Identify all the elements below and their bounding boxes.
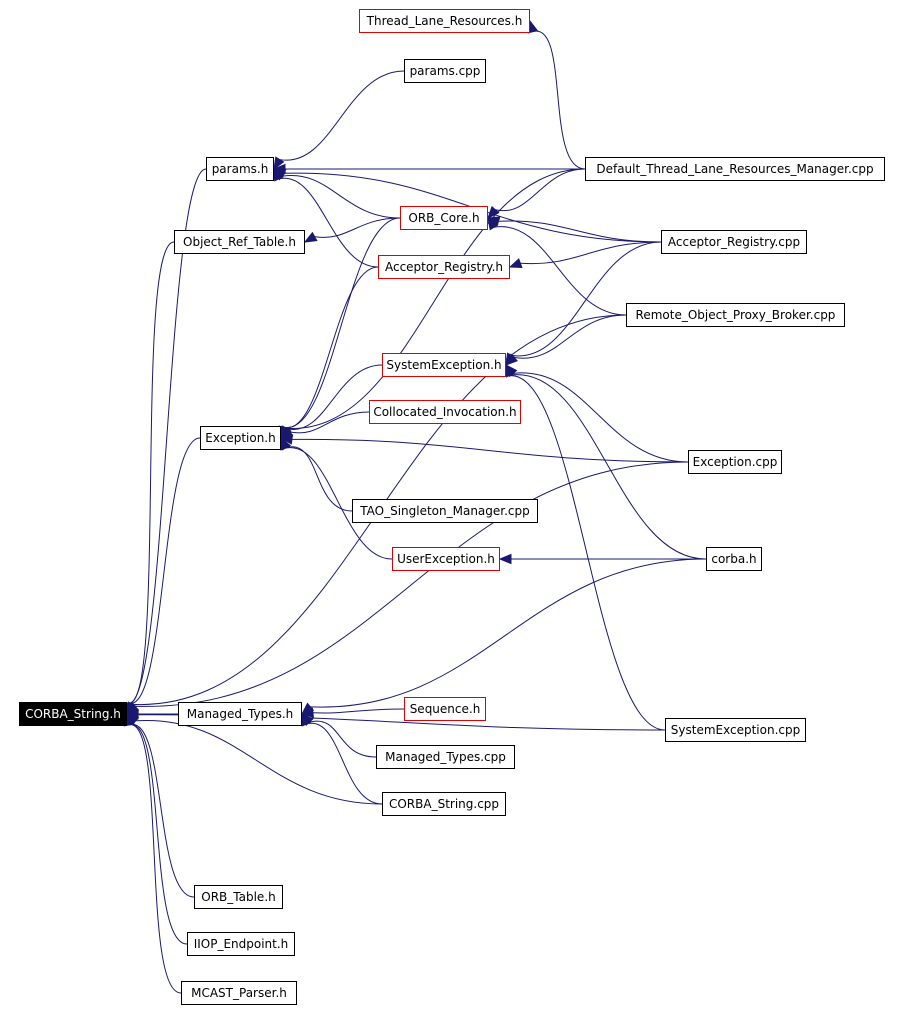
node-tao-singleton-manager-cpp[interactable]: TAO_Singleton_Manager.cpp [352, 499, 538, 523]
node-orb-table-h[interactable]: ORB_Table.h [194, 885, 283, 909]
node-managed-types-cpp[interactable]: Managed_Types.cpp [376, 745, 515, 769]
edge-params-h-to-corba-string-h [127, 168, 207, 704]
edge-remote-object-proxy-broker-cpp-to-systemexception-h [513, 314, 627, 359]
edge-sequence-h-to-managed-types-h [312, 708, 405, 714]
node-sequence-h[interactable]: Sequence.h [404, 697, 486, 721]
edge-orb-table-h-to-corba-string-h [129, 724, 195, 898]
node-remote-object-proxy-broker-cpp[interactable]: Remote_Object_Proxy_Broker.cpp [626, 303, 845, 327]
edge-managed-types-cpp-to-managed-types-h [309, 720, 377, 758]
node-orb-core-h[interactable]: ORB_Core.h [400, 206, 488, 230]
node-acceptor-registry-cpp[interactable]: Acceptor_Registry.cpp [661, 230, 807, 254]
arrowhead-icon [280, 436, 291, 451]
node-mcast-parser-h[interactable]: MCAST_Parser.h [181, 981, 297, 1005]
arrowhead-icon [300, 702, 315, 715]
edge-remote-object-proxy-broker-cpp-to-orb-core-h [493, 226, 627, 316]
edge-acceptor-registry-cpp-to-systemexception-h [511, 241, 662, 357]
node-iiop-endpoint-h[interactable]: IIOP_Endpoint.h [187, 932, 295, 956]
edge-collocated-invocation-h-to-exception-h [290, 411, 370, 434]
node-default-tlrm-cpp[interactable]: Default_Thread_Lane_Resources_Manager.cp… [585, 157, 885, 181]
edge-exception-h-to-corba-string-h [128, 437, 201, 704]
arrowhead-icon [498, 553, 512, 565]
arrowhead-icon [279, 434, 294, 445]
edge-default-tlrm-cpp-to-thread-lane-resources-h [532, 30, 586, 170]
edge-corba-h-to-managed-types-h [310, 558, 707, 708]
edge-acceptor-registry-cpp-to-acceptor-registry-h [520, 241, 662, 265]
node-acceptor-registry-h[interactable]: Acceptor_Registry.h [378, 255, 510, 279]
node-corba-string-cpp[interactable]: CORBA_String.cpp [382, 792, 506, 816]
node-params-h[interactable]: params.h [206, 157, 274, 181]
node-corba-h[interactable]: corba.h [706, 547, 762, 571]
edge-orb-core-h-to-params-h [282, 174, 401, 219]
edge-corba-string-cpp-to-managed-types-h [306, 722, 383, 805]
edge-object-ref-table-h-to-corba-string-h [127, 241, 175, 704]
node-systemexception-cpp[interactable]: SystemException.cpp [665, 718, 806, 742]
edge-tao-singleton-manager-cpp-to-exception-h [286, 446, 353, 512]
arrowhead-icon [487, 205, 500, 219]
edge-mcast-parser-h-to-corba-string-h [128, 724, 182, 994]
edge-acceptor-registry-h-to-params-h [278, 177, 379, 268]
edge-acceptor-registry-h-to-exception-h [283, 266, 379, 428]
arrowhead-icon [505, 353, 519, 366]
edge-corba-h-to-systemexception-h [510, 374, 707, 560]
edge-userexception-h-to-exception-h [285, 447, 393, 560]
edge-orb-core-h-to-object-ref-table-h [314, 217, 401, 238]
edge-default-tlrm-cpp-to-exception-h [285, 168, 586, 429]
edge-default-tlrm-cpp-to-orb-core-h [495, 168, 586, 212]
edge-exception-cpp-to-corba-string-h [134, 461, 689, 707]
edge-orb-core-h-to-exception-h [283, 217, 401, 428]
edge-exception-cpp-to-systemexception-h [513, 372, 689, 463]
arrowhead-icon [273, 156, 285, 171]
edge-iiop-endpoint-h-to-corba-string-h [128, 724, 188, 945]
arrowhead-icon [508, 258, 523, 268]
edge-acceptor-registry-cpp-to-orb-core-h [498, 220, 662, 243]
edge-systemexception-cpp-to-systemexception-h [508, 375, 666, 731]
node-corba-string-h: CORBA_String.h [19, 702, 127, 726]
node-object-ref-table-h[interactable]: Object_Ref_Table.h [174, 230, 305, 254]
node-params-cpp[interactable]: params.cpp [404, 59, 486, 83]
node-exception-cpp[interactable]: Exception.cpp [688, 450, 782, 474]
arrowhead-icon [280, 425, 291, 440]
node-managed-types-h[interactable]: Managed_Types.h [178, 702, 302, 726]
node-thread-lane-resources-h[interactable]: Thread_Lane_Resources.h [359, 9, 530, 33]
edge-exception-cpp-to-exception-h [291, 438, 689, 463]
arrowhead-icon [125, 709, 139, 720]
node-userexception-h[interactable]: UserException.h [392, 547, 500, 571]
node-collocated-invocation-h[interactable]: Collocated_Invocation.h [369, 400, 521, 424]
node-systemexception-h[interactable]: SystemException.h [382, 353, 506, 377]
node-exception-h[interactable]: Exception.h [200, 426, 281, 450]
arrowhead-icon [303, 231, 318, 243]
arrowhead-icon [272, 168, 287, 179]
edge-corba-string-cpp-to-corba-string-h [135, 720, 383, 805]
edge-params-cpp-to-params-h [279, 70, 405, 161]
